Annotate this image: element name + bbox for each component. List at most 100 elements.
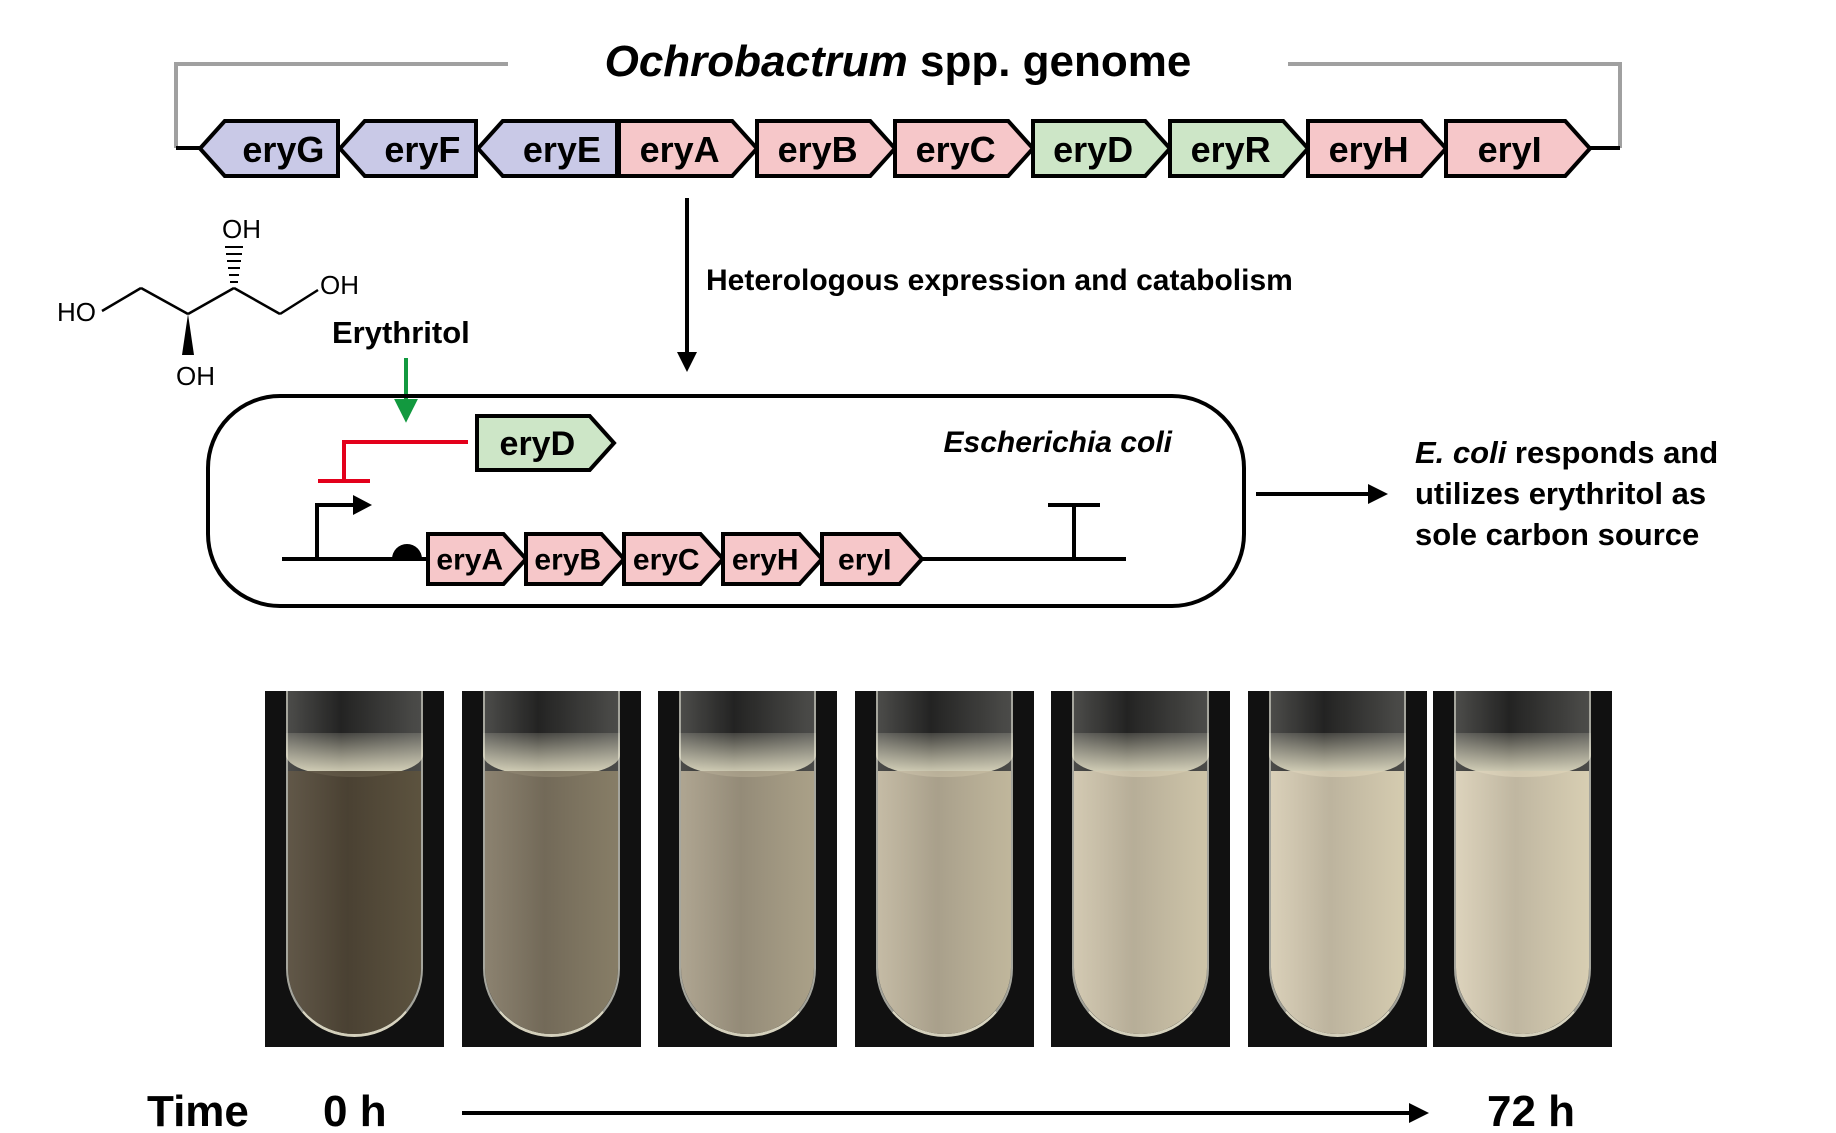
culture-liquid	[1074, 771, 1207, 1034]
time-label: Time	[147, 1087, 249, 1133]
gene-arrow-shape	[721, 532, 825, 586]
outcome-line-1: E. coli responds and	[1415, 435, 1718, 470]
regulator-gene: eryD	[475, 414, 617, 472]
outcome-line-3: sole carbon source	[1415, 517, 1699, 552]
meniscus	[1072, 733, 1209, 777]
culture-tube	[1269, 691, 1406, 1037]
culture-liquid	[1271, 771, 1404, 1034]
genome-gene-eryH: eryH	[1306, 119, 1449, 178]
culture-liquid	[681, 771, 814, 1034]
oh-bottom-label: OH	[176, 361, 215, 391]
genome-gene-eryG: eryG	[197, 119, 340, 178]
gene-label: eryB	[534, 544, 601, 577]
culture-tube	[483, 691, 620, 1037]
genome-gene-eryR: eryR	[1168, 119, 1311, 178]
meniscus	[286, 733, 423, 777]
genome-gene-eryE: eryE	[475, 119, 619, 178]
promoter-arrowhead	[353, 495, 372, 515]
promoter-icon	[315, 503, 355, 559]
gene-arrow-shape	[1168, 119, 1311, 178]
culture-tube	[286, 691, 423, 1037]
culture-liquid	[288, 771, 421, 1034]
tube-photo-4	[855, 691, 1034, 1047]
meniscus	[483, 733, 620, 777]
genome-gene-eryI: eryI	[1444, 119, 1593, 178]
gene-arrow-shape	[617, 119, 760, 178]
gene-arrow-shape	[755, 119, 898, 178]
gene-eryD: eryD	[475, 414, 617, 472]
gene-arrow-shape	[475, 414, 617, 472]
tube-photo-6	[1248, 691, 1427, 1047]
operon-gene-eryA: eryA	[426, 532, 529, 586]
culture-liquid	[878, 771, 1011, 1034]
gene-arrow-shape	[1306, 119, 1449, 178]
gene-arrow-shape	[820, 532, 925, 586]
ecoli-cell	[206, 394, 1246, 608]
operon-gene-eryH: eryH	[721, 532, 825, 586]
time-end-label: 72 h	[1487, 1087, 1575, 1133]
culture-liquid	[1456, 771, 1589, 1034]
genome-gene-eryF: eryF	[337, 119, 478, 178]
operon-gene-eryC: eryC	[622, 532, 726, 586]
meniscus	[679, 733, 816, 777]
gene-arrow-shape	[622, 532, 726, 586]
tube-photo-5	[1051, 691, 1230, 1047]
erythritol-label: Erythritol	[332, 315, 470, 350]
meniscus	[1269, 733, 1406, 777]
genome-gene-eryD: eryD	[1031, 119, 1173, 178]
operon-gene-eryI: eryI	[820, 532, 925, 586]
repression-line	[318, 440, 468, 483]
genome-title: Ochrobactrum spp. genome	[605, 37, 1192, 86]
gene-label: eryI	[1478, 129, 1542, 170]
gene-label: eryI	[838, 544, 891, 577]
organism-label: Escherichia coli	[944, 426, 1173, 459]
genome-gene-eryA: eryA	[617, 119, 760, 178]
outcome-line-2: utilizes erythritol as	[1415, 476, 1706, 511]
meniscus	[1454, 733, 1591, 777]
gene-label: eryA	[640, 129, 720, 170]
gene-label: eryB	[778, 129, 858, 170]
rbs-icon	[392, 544, 422, 559]
gene-label: eryA	[436, 544, 503, 577]
erythritol-structure	[101, 246, 319, 355]
gene-label: eryD	[1053, 129, 1133, 170]
gene-label: eryH	[732, 544, 799, 577]
culture-tube	[1072, 691, 1209, 1037]
genome-gene-eryB: eryB	[755, 119, 898, 178]
process-label: Heterologous expression and catabolism	[706, 264, 1293, 297]
gene-label: eryC	[916, 129, 996, 170]
tube-photo-3	[658, 691, 837, 1047]
terminator-icon	[1048, 503, 1100, 559]
oh-top-label: OH	[222, 214, 261, 244]
tube-photo-2	[462, 691, 641, 1047]
gene-label: eryD	[500, 425, 576, 463]
gene-label: eryC	[633, 544, 700, 577]
gene-arrow-shape	[524, 532, 627, 586]
gene-label: eryG	[242, 129, 324, 170]
gene-label: eryR	[1191, 129, 1271, 170]
genome-gene-cluster: eryG eryF eryE eryA eryB eryC eryD eryR eryH eryI	[197, 119, 1593, 178]
culture-liquid	[485, 771, 618, 1034]
oh-right-label: OH	[320, 270, 359, 300]
operon-gene-cluster: eryA eryB eryC eryH eryI	[426, 532, 925, 586]
hash-bond	[225, 246, 243, 283]
genome-gene-eryC: eryC	[893, 119, 1036, 178]
gene-arrow-shape	[426, 532, 529, 586]
gene-label: eryF	[384, 129, 460, 170]
gene-arrow-shape	[1031, 119, 1173, 178]
gene-arrow-shape	[1444, 119, 1593, 178]
meniscus	[876, 733, 1013, 777]
time-start-label: 0 h	[323, 1087, 387, 1133]
culture-tube	[679, 691, 816, 1037]
tube-photo-1	[265, 691, 444, 1047]
gene-label: eryE	[523, 129, 601, 170]
ho-left-label: HO	[57, 297, 96, 327]
culture-tube	[876, 691, 1013, 1037]
genome-bracket	[174, 62, 1622, 150]
operon-gene-eryB: eryB	[524, 532, 627, 586]
tube-photo-7	[1433, 691, 1612, 1047]
gene-arrow-shape	[893, 119, 1036, 178]
culture-tube	[1454, 691, 1591, 1037]
gene-label: eryH	[1329, 129, 1409, 170]
